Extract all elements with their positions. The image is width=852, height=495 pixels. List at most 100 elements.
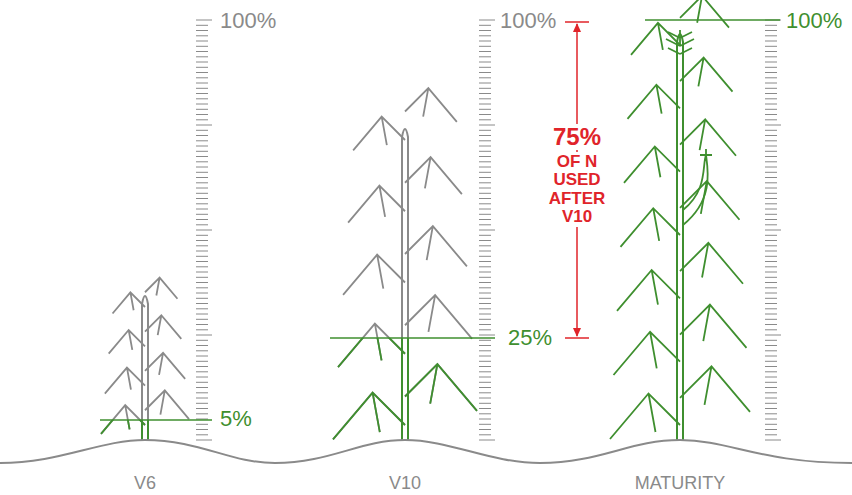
leaf	[624, 146, 680, 182]
ruler-tick	[479, 193, 491, 194]
ruler-tick	[196, 413, 208, 414]
ruler-tick	[765, 319, 777, 320]
ruler-tick	[196, 41, 208, 42]
ruler-tick	[765, 340, 777, 341]
leaf	[680, 58, 733, 92]
ruler-tick	[765, 130, 777, 131]
ruler-tick	[196, 193, 208, 194]
ruler-tick	[196, 125, 212, 126]
ruler-tick	[479, 329, 491, 330]
bracket-cap	[565, 337, 589, 339]
ruler-tick	[765, 392, 777, 393]
ruler-tick	[765, 361, 777, 362]
ruler-tick	[479, 51, 491, 52]
leaf	[405, 295, 472, 339]
ruler-tick	[196, 46, 208, 47]
ruler-tick	[196, 266, 208, 267]
ruler-tick	[479, 209, 491, 210]
ruler-tick	[765, 266, 777, 267]
ruler-tick	[479, 161, 491, 162]
bracket-cap	[565, 21, 589, 23]
plant-v10	[333, 88, 477, 440]
corn-ear	[683, 149, 712, 225]
ruler-tick	[196, 172, 208, 173]
ruler-tick	[196, 408, 208, 409]
ruler-tick	[765, 72, 777, 73]
ruler-tick	[196, 303, 208, 304]
ruler-tick	[479, 214, 491, 215]
ruler-tick	[196, 104, 208, 105]
ruler-tick	[196, 56, 208, 57]
leaf	[113, 292, 145, 313]
ruler-tick	[196, 182, 208, 183]
ruler-tick	[196, 298, 208, 299]
ruler-tick	[479, 377, 491, 378]
ruler-tick	[765, 77, 777, 78]
ruler-tick	[196, 382, 208, 383]
ruler-tick	[479, 251, 491, 252]
ruler-tick	[196, 324, 208, 325]
scale-max: 100%	[500, 10, 556, 32]
ruler-tick	[196, 209, 208, 210]
leaf	[680, 366, 750, 412]
ruler-tick	[765, 83, 777, 84]
ruler-tick	[196, 371, 208, 372]
ruler-tick	[479, 272, 491, 273]
ruler-tick	[765, 245, 777, 246]
leaf	[405, 88, 457, 122]
ruler-tick	[765, 88, 777, 89]
ruler-tick	[479, 104, 491, 105]
ruler-tick	[765, 219, 777, 220]
leaf	[101, 420, 145, 434]
ruler-tick	[479, 219, 491, 220]
ruler-tick	[765, 109, 777, 110]
ruler-tick	[196, 167, 208, 168]
arrow-head	[573, 23, 581, 32]
ruler-tick	[196, 140, 208, 141]
ruler-tick	[765, 156, 777, 157]
ruler-tick	[765, 282, 777, 283]
ruler-tick	[765, 230, 781, 231]
ruler-tick	[196, 214, 208, 215]
ruler-tick	[765, 277, 777, 278]
ruler-tick	[196, 77, 208, 78]
level-line	[100, 419, 212, 421]
ruler-tick	[196, 20, 212, 21]
ruler-tick	[479, 424, 491, 425]
leaf	[680, 305, 747, 348]
ruler-tick	[196, 88, 208, 89]
ruler-tick	[765, 188, 777, 189]
ruler-tick	[765, 314, 777, 315]
ruler-tick	[765, 104, 777, 105]
ruler-tick	[196, 72, 208, 73]
ruler-tick	[479, 324, 491, 325]
ruler-tick	[196, 308, 208, 309]
ruler-tick	[479, 182, 491, 183]
leaf	[405, 364, 477, 411]
ruler-tick	[765, 177, 777, 178]
ruler-tick	[196, 198, 208, 199]
ruler-tick	[765, 119, 777, 120]
ruler-tick	[479, 371, 491, 372]
ruler-tick	[196, 188, 208, 189]
ruler-tick	[196, 151, 208, 152]
ruler-tick	[196, 277, 208, 278]
ruler-tick	[479, 135, 491, 136]
ruler-tick	[765, 251, 777, 252]
leaf	[617, 270, 680, 311]
ruler-tick	[196, 135, 208, 136]
ruler-tick	[479, 130, 491, 131]
stage-label: V10	[389, 474, 421, 492]
leaf	[628, 85, 681, 119]
ruler-tick	[479, 188, 491, 189]
ruler-tick	[196, 272, 208, 273]
ruler-tick	[479, 30, 491, 31]
ruler-tick	[765, 293, 777, 294]
ruler-tick	[479, 72, 491, 73]
ruler-tick	[196, 93, 208, 94]
ruler-tick	[765, 151, 777, 152]
ruler-tick	[479, 35, 491, 36]
ruler-tick	[479, 429, 491, 430]
stage-label: MATURITY	[635, 474, 726, 492]
level-line	[645, 19, 780, 21]
